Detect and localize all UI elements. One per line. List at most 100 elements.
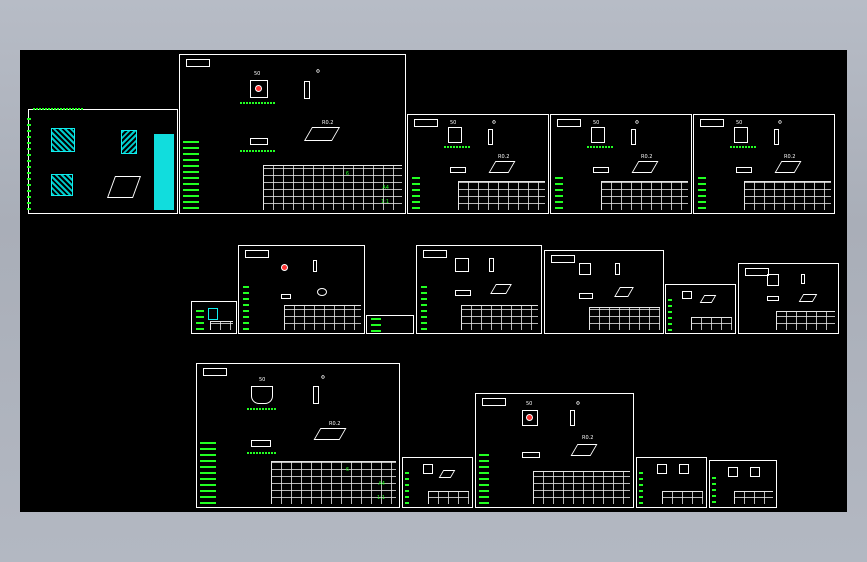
title-block-text: 6 xyxy=(345,171,349,177)
revision-column xyxy=(712,473,716,503)
drawing-sheet-3[interactable]: 50 Φ R0.2 xyxy=(550,114,692,214)
part-iso-view xyxy=(313,428,347,440)
drawing-sheet-assembly[interactable] xyxy=(27,108,178,214)
sheet-tag xyxy=(245,250,269,258)
part-top-view xyxy=(657,464,667,474)
revision-column xyxy=(243,286,249,330)
sheet-tag xyxy=(203,368,227,376)
part-front-view xyxy=(250,138,268,145)
part-view-isometric xyxy=(106,176,142,198)
part-view-bottom xyxy=(51,174,73,196)
drawing-sheet-4[interactable]: 50 Φ R0.2 xyxy=(693,114,835,214)
part-front-view xyxy=(767,296,779,301)
dimension-label: R0.2 xyxy=(329,421,341,427)
dimension-label: 50 xyxy=(593,120,600,126)
part-front-view xyxy=(455,290,471,296)
note-text xyxy=(587,146,613,148)
note-text xyxy=(444,146,470,148)
note-text xyxy=(247,452,277,454)
sheet-tag xyxy=(186,59,210,67)
title-block xyxy=(263,165,402,210)
revision-column xyxy=(412,173,420,209)
title-block-text: 1:1 xyxy=(376,495,385,501)
part-iso-view xyxy=(614,287,634,297)
left-annotation-column xyxy=(27,116,31,210)
dimension-label: Φ xyxy=(635,120,639,126)
drawing-sheet-2[interactable]: 50 Φ R0.2 xyxy=(407,114,549,214)
part-side-view xyxy=(774,129,779,145)
title-block xyxy=(428,491,469,504)
revision-column xyxy=(639,470,643,504)
part-top-view xyxy=(728,467,738,477)
revision-column xyxy=(200,438,216,504)
drawing-sheet-6[interactable] xyxy=(416,245,542,334)
drawing-sheet-5[interactable] xyxy=(238,245,365,334)
drawing-sheet-7[interactable] xyxy=(544,250,664,334)
part-top-view xyxy=(734,127,748,143)
part-top-view xyxy=(522,410,538,426)
part-side-view xyxy=(570,410,575,426)
part-iso-view xyxy=(490,284,512,294)
title-block xyxy=(210,321,233,330)
part-front-view xyxy=(450,167,466,173)
sheet-tag xyxy=(557,119,581,127)
cad-model-viewport[interactable]: 50 Φ R0.2 6 A4 1:1 50 Φ R0.2 50 Φ R0.2 xyxy=(20,50,847,512)
dimension-label: R0.2 xyxy=(322,120,334,126)
part-side-view xyxy=(489,258,494,272)
part-iso-view xyxy=(303,127,341,141)
dimension-label: R0.2 xyxy=(582,435,594,441)
part-iso-view xyxy=(438,470,456,478)
dimension-label: Φ xyxy=(576,401,580,407)
note-text xyxy=(247,408,277,410)
dimension-label: Φ xyxy=(778,120,782,126)
sheet-tag xyxy=(414,119,438,127)
part-iso-view xyxy=(774,161,802,173)
title-block xyxy=(601,181,688,210)
part-side-view xyxy=(801,274,805,284)
title-block-text: A4 xyxy=(378,481,385,487)
drawing-sheet-13[interactable] xyxy=(636,457,707,508)
drawing-sheet-small-a[interactable] xyxy=(191,301,237,334)
part-view-side xyxy=(121,130,137,154)
part-front-view xyxy=(593,167,609,173)
revision-column xyxy=(405,470,409,504)
ruler-top xyxy=(33,108,83,110)
revision-column xyxy=(668,297,672,331)
title-block xyxy=(744,181,831,210)
drawing-sheet-12[interactable]: 50 Φ R0.2 xyxy=(475,393,634,508)
dimension-label: 50 xyxy=(259,377,266,383)
part-front-view xyxy=(251,440,271,447)
part-side-view xyxy=(313,386,319,404)
title-block-text: 1:1 xyxy=(380,199,389,205)
part-iso-view xyxy=(798,294,818,302)
part-front-view xyxy=(736,167,752,173)
dimension-label: 50 xyxy=(254,71,261,77)
dimension-label: R0.2 xyxy=(784,154,796,160)
drawing-sheet-9[interactable] xyxy=(738,263,839,334)
part-side-view xyxy=(313,260,317,272)
drawing-sheet-1[interactable]: 50 Φ R0.2 6 A4 1:1 xyxy=(179,54,406,214)
drawing-sheet-small-b[interactable] xyxy=(366,315,414,334)
revision-column xyxy=(479,450,489,504)
note-text xyxy=(240,150,276,152)
title-block xyxy=(533,471,630,504)
drawing-sheet-11[interactable] xyxy=(402,457,473,508)
drawing-sheet-14[interactable] xyxy=(709,460,777,508)
part-side-view xyxy=(615,263,620,275)
drawing-sheet-8[interactable] xyxy=(665,284,736,334)
part-iso-view xyxy=(317,288,327,296)
dimension-label: 50 xyxy=(526,401,533,407)
sheet-tag xyxy=(482,398,506,406)
dimension-label: 50 xyxy=(450,120,457,126)
note-text xyxy=(240,102,276,104)
part-top-view xyxy=(591,127,605,143)
drawing-sheet-10[interactable]: 50 Φ R0.2 6 A4 1:1 xyxy=(196,363,400,508)
dimension-label: R0.2 xyxy=(498,154,510,160)
dimension-label: Φ xyxy=(321,375,325,381)
part-iso-view xyxy=(699,295,717,303)
title-block xyxy=(734,491,773,504)
part-front-view xyxy=(281,294,291,299)
annotation xyxy=(371,318,381,332)
dimension-label: Φ xyxy=(316,69,320,75)
part-iso-view xyxy=(488,161,516,173)
